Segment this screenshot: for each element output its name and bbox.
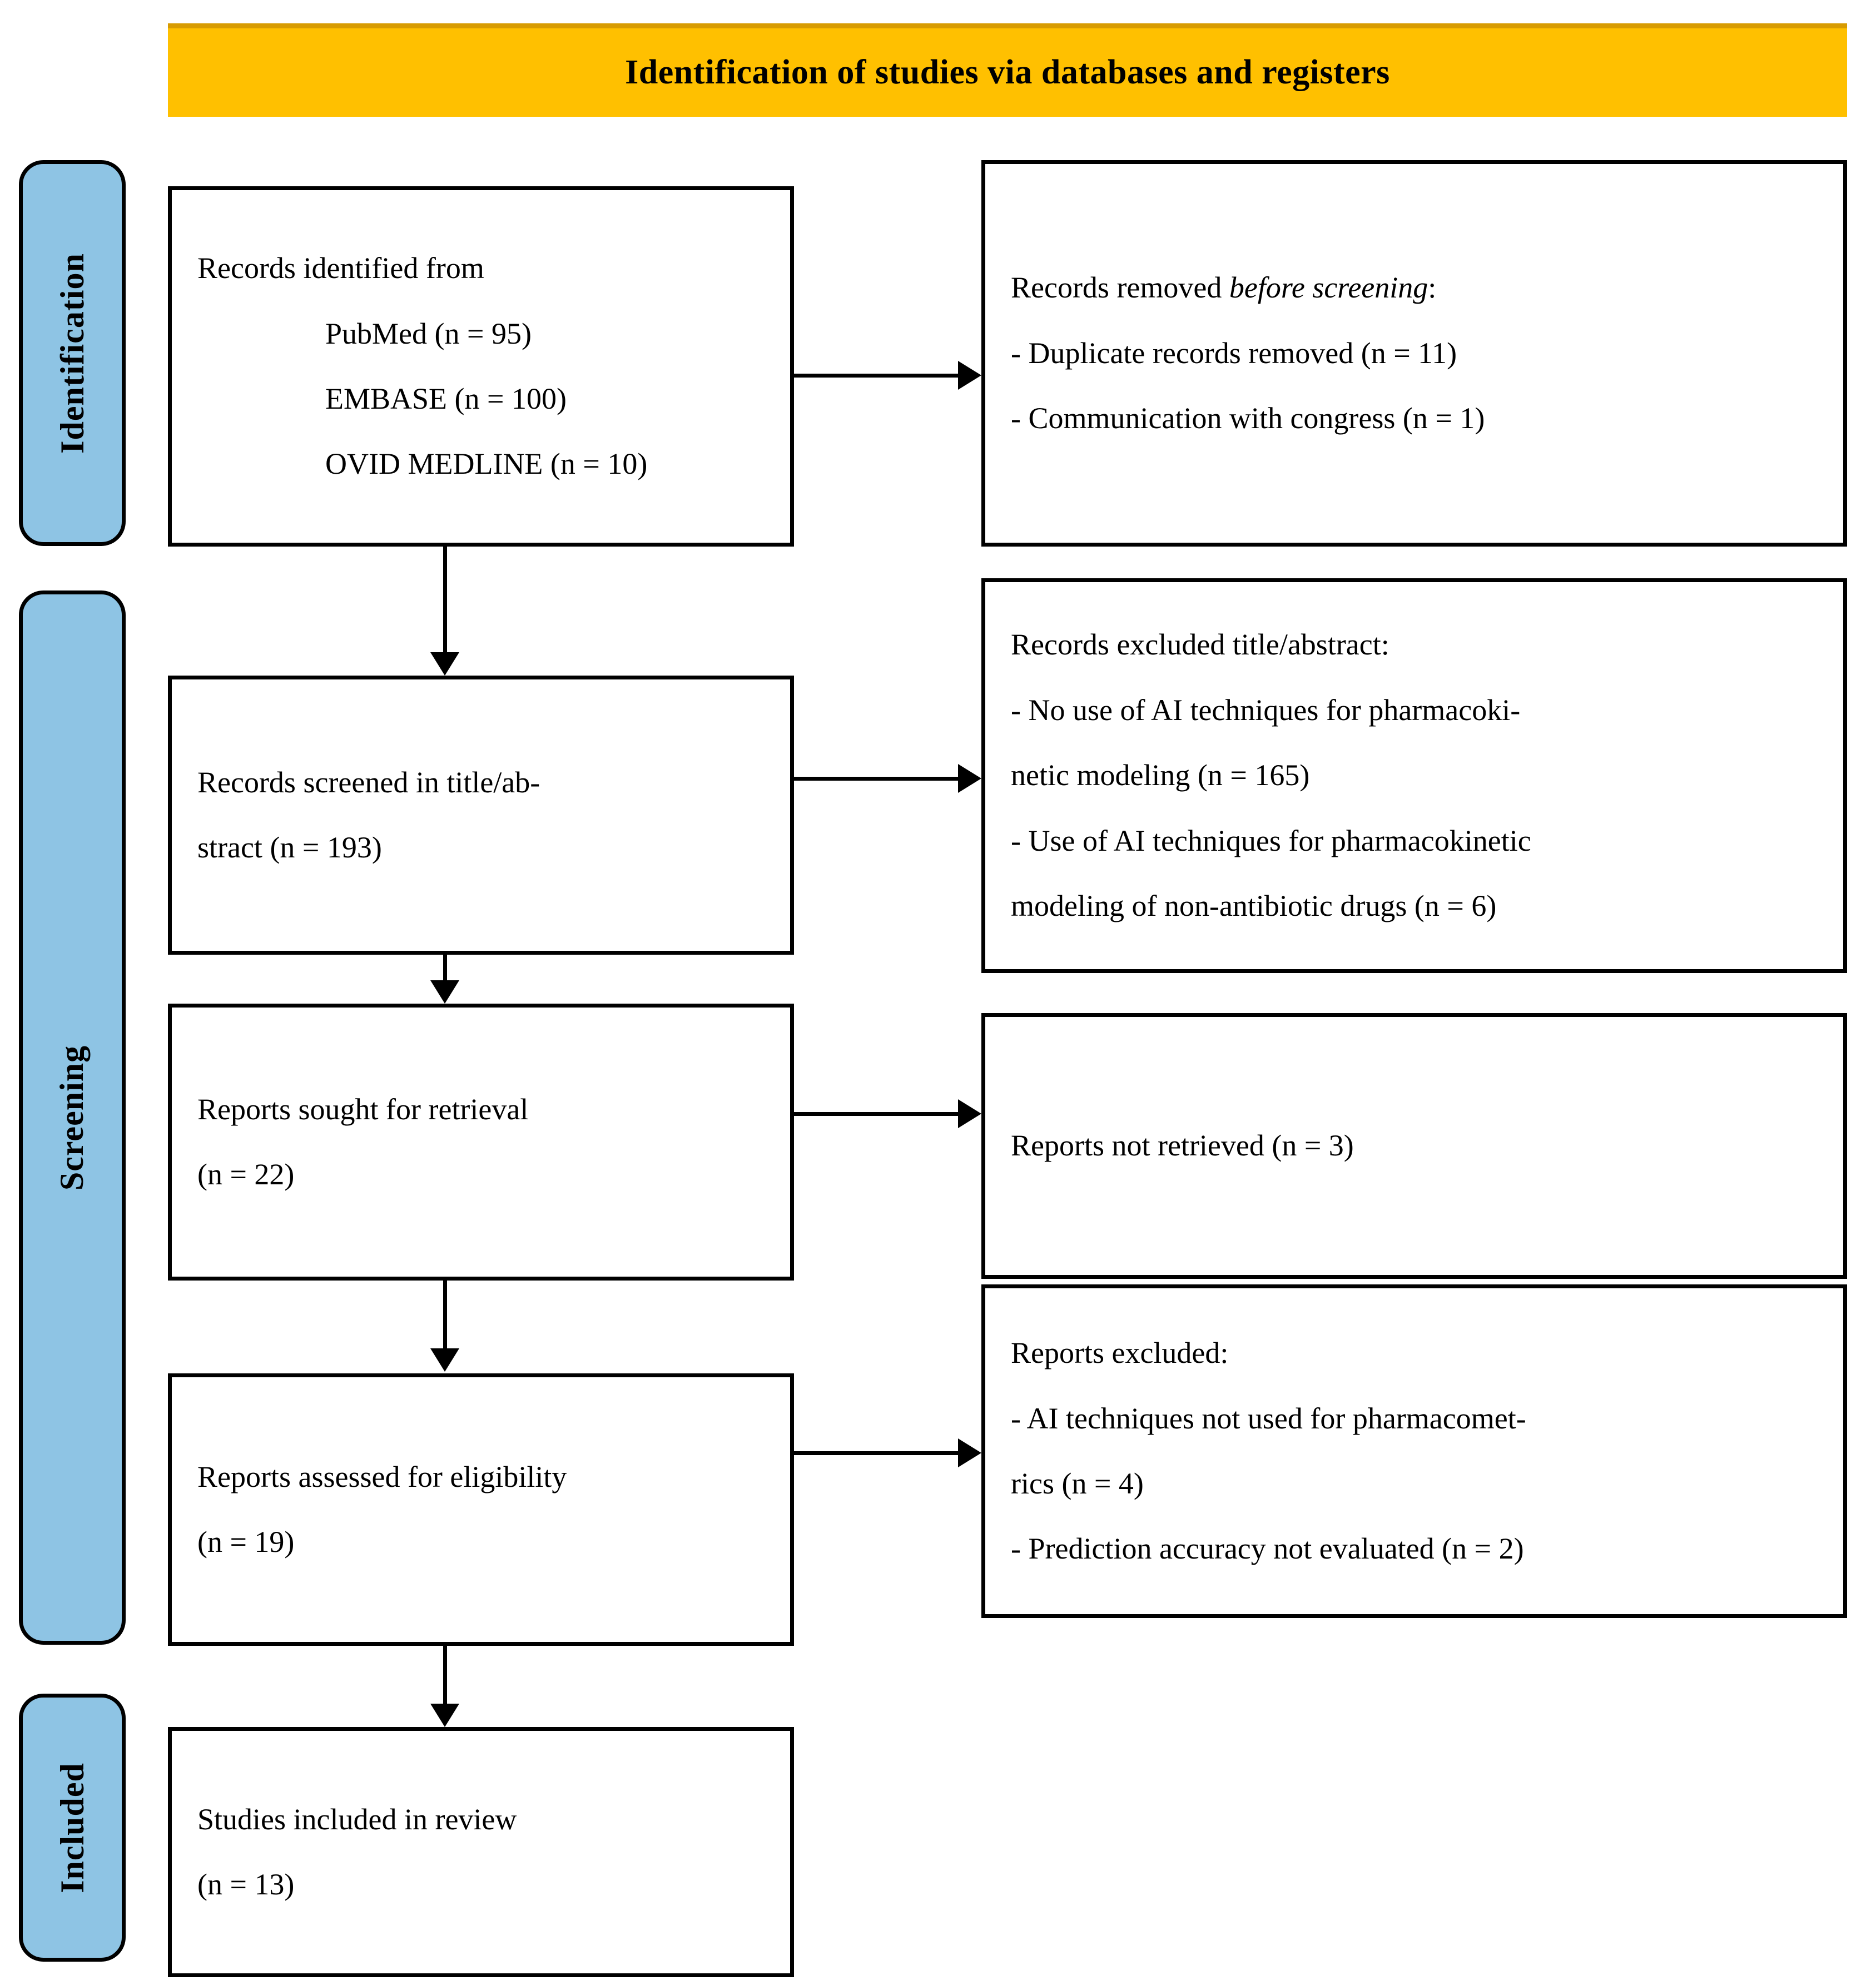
- diagram-header-banner: Identification of studies via databases …: [168, 23, 1847, 117]
- connector-screened-to-excluded-arrow: [958, 764, 981, 793]
- records-identified-embase: EMBASE (n = 100): [325, 382, 567, 415]
- connector-identified-to-removed-arrow: [958, 361, 981, 390]
- connector-assessed-to-excluded-line: [794, 1451, 958, 1455]
- connector-sought-to-not-retrieved-arrow: [958, 1099, 981, 1128]
- records-identified-pubmed: PubMed (n = 95): [325, 316, 532, 350]
- records-excluded-ta-reason2-line2: modeling of non-antibiotic drugs (n = 6): [1011, 889, 1497, 923]
- box-records-screened: Records screened in title/ab- stract (n …: [168, 676, 794, 955]
- stage-pill-identification: Identification: [19, 160, 126, 546]
- records-excluded-ta-reason1-line2: netic modeling (n = 165): [1011, 758, 1310, 792]
- connector-screened-to-excluded-line: [794, 777, 958, 781]
- reports-assessed-line1: Reports assessed for eligibility: [197, 1460, 567, 1493]
- reports-assessed-line2: (n = 19): [197, 1525, 295, 1559]
- connector-sought-to-not-retrieved-line: [794, 1112, 958, 1116]
- box-records-removed: Records removed before screening: - Dupl…: [981, 160, 1847, 547]
- connector-identified-to-screened-arrow: [430, 652, 459, 676]
- reports-sought-line2: (n = 22): [197, 1158, 295, 1191]
- records-screened-line2: stract (n = 193): [197, 831, 382, 864]
- box-reports-assessed: Reports assessed for eligibility (n = 19…: [168, 1373, 794, 1646]
- connector-sought-to-assessed-arrow: [430, 1348, 459, 1372]
- records-identified-heading: Records identified from: [197, 251, 484, 285]
- records-excluded-ta-heading: Records excluded title/abstract:: [1011, 628, 1389, 662]
- box-records-identified: Records identified from PubMed (n = 95) …: [168, 186, 794, 547]
- page-title: Identification of studies via databases …: [625, 53, 1390, 92]
- box-reports-excluded: Reports excluded: - AI techniques not us…: [981, 1284, 1847, 1618]
- records-removed-heading-italic: before screening: [1229, 271, 1428, 305]
- connector-assessed-to-included-arrow: [430, 1704, 459, 1727]
- records-excluded-ta-reason2-line1: - Use of AI techniques for pharmacokinet…: [1011, 823, 1531, 857]
- reports-not-retrieved-line1: Reports not retrieved (n = 3): [1011, 1129, 1354, 1163]
- studies-included-line1: Studies included in review: [197, 1802, 517, 1836]
- records-removed-heading-plain: Records removed: [1011, 271, 1229, 305]
- stage-pill-included: Included: [19, 1694, 126, 1962]
- records-excluded-ta-reason1-line1: - No use of AI techniques for pharmacoki…: [1011, 693, 1521, 727]
- records-removed-congress: - Communication with congress (n = 1): [1011, 401, 1485, 435]
- box-studies-included: Studies included in review (n = 13): [168, 1727, 794, 1977]
- stage-label-identification: Identification: [53, 252, 91, 454]
- reports-excluded-reason1-line2: rics (n = 4): [1011, 1467, 1144, 1500]
- reports-sought-line1: Reports sought for retrieval: [197, 1092, 529, 1126]
- connector-assessed-to-included-line: [443, 1646, 447, 1704]
- records-identified-ovid-medline: OVID MEDLINE (n = 10): [325, 447, 648, 481]
- box-reports-not-retrieved: Reports not retrieved (n = 3): [981, 1013, 1847, 1279]
- reports-excluded-reason2: - Prediction accuracy not evaluated (n =…: [1011, 1532, 1524, 1566]
- connector-identified-to-screened-line: [443, 547, 447, 652]
- stage-pill-screening: Screening: [19, 590, 126, 1645]
- records-screened-line1: Records screened in title/ab-: [197, 765, 540, 799]
- connector-sought-to-assessed-line: [443, 1281, 447, 1348]
- stage-label-included: Included: [53, 1762, 91, 1893]
- reports-excluded-heading: Reports excluded:: [1011, 1336, 1229, 1370]
- studies-included-line2: (n = 13): [197, 1868, 295, 1901]
- stage-label-screening: Screening: [53, 1045, 91, 1190]
- records-removed-heading-colon: :: [1428, 271, 1437, 305]
- connector-screened-to-sought-line: [443, 955, 447, 980]
- records-removed-heading: Records removed before screening:: [1011, 264, 1818, 312]
- box-reports-sought: Reports sought for retrieval (n = 22): [168, 1004, 794, 1281]
- box-records-excluded-title-abstract: Records excluded title/abstract: - No us…: [981, 578, 1847, 973]
- connector-screened-to-sought-arrow: [430, 980, 459, 1004]
- records-removed-duplicates: - Duplicate records removed (n = 11): [1011, 336, 1457, 370]
- connector-identified-to-removed-line: [794, 374, 958, 378]
- reports-excluded-reason1-line1: - AI techniques not used for pharmacomet…: [1011, 1401, 1526, 1435]
- connector-assessed-to-excluded-arrow: [958, 1438, 981, 1467]
